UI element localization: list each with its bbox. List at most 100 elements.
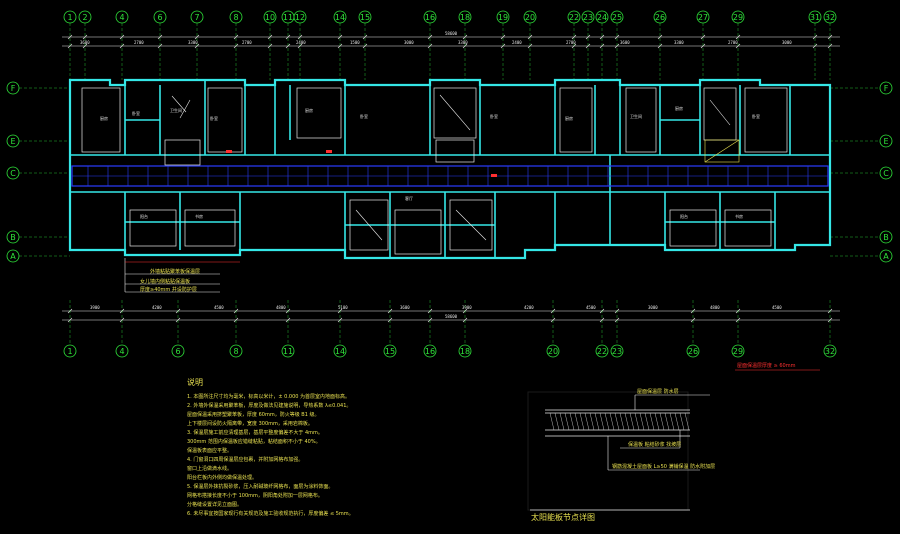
axis-bubble-top-25	[610, 10, 624, 24]
axis-label-bottom-22: 22	[597, 347, 607, 356]
detail-hatch-line	[589, 412, 595, 431]
axis-label-top-18: 18	[460, 13, 470, 22]
axis-label-bottom-14: 14	[335, 347, 345, 356]
dim-label-top-10: 3600	[620, 40, 630, 45]
axis-bubble-top-24	[595, 10, 609, 24]
dim-label-bottom-4: 5100	[338, 305, 348, 310]
dim-label-top-9: 2700	[566, 40, 576, 45]
axis-bubble-left-E	[6, 134, 20, 148]
room-boxes	[81, 87, 788, 255]
detail-hatch	[549, 412, 690, 431]
dim-label-bottom-5: 3600	[400, 305, 410, 310]
axis-bubble-top-12	[293, 10, 307, 24]
axis-bubble-top-16	[423, 10, 437, 24]
overall-dimension-bottom: 58600	[445, 314, 458, 319]
axis-label-top-24: 24	[597, 13, 607, 22]
notes-line-2: 2. 外墙外保温采用聚苯板，厚度及做法见建施说明，导热系数 λ≤0.041。	[187, 402, 351, 409]
axis-bubble-top-2	[78, 10, 92, 24]
detail-label-mid: 保温板 粘结砂浆 找坡层	[628, 441, 681, 448]
detail-hatch-line	[614, 412, 620, 431]
axis-label-bottom-20: 20	[548, 347, 558, 356]
axis-bubble-top-23	[581, 10, 595, 24]
room-label-bedroom-4: 卧室	[490, 113, 498, 119]
axis-bubble-right-F	[879, 81, 893, 95]
dim-tick-top-11	[427, 34, 433, 40]
detail-hatch-line	[574, 412, 580, 431]
axis-label-bottom-26: 26	[688, 347, 698, 356]
room-label-bath-1: 卫生间	[170, 107, 182, 113]
dim-tick-top-22	[812, 34, 818, 40]
axis-bubble-bottom-1	[63, 344, 77, 358]
axis-bubble-bottom-15	[383, 344, 397, 358]
detail-hatch-line	[684, 412, 690, 431]
axis-bubble-bottom-26	[686, 344, 700, 358]
axis-bubble-top-31	[808, 10, 822, 24]
axis-label-top-19: 19	[498, 13, 508, 22]
interior-walls	[70, 80, 830, 258]
axis-bubble-left-F	[6, 81, 20, 95]
axis-bubble-bottom-20	[546, 344, 560, 358]
detail-hatch-line	[584, 412, 590, 431]
red-note: 屋面保温层厚度 ≥ 60mm	[737, 362, 796, 369]
axis-bubble-bottom-22	[595, 344, 609, 358]
dim-tick-top-9	[337, 34, 343, 40]
dim-tick-top-16	[585, 34, 591, 40]
detail-title: 太阳能板节点详图	[531, 512, 595, 522]
axis-bubble-right-E	[879, 134, 893, 148]
detail-hatch-line	[629, 412, 635, 431]
notes-line-1: 1. 本图所注尺寸均为毫米，标高以米计，± 0.000 为首层室内地面标高。	[187, 393, 350, 400]
axis-bubble-top-7	[190, 10, 204, 24]
detail-hatch-line	[594, 412, 600, 431]
detail-hatch-line	[644, 412, 650, 431]
dim-label-bottom-10: 4800	[710, 305, 720, 310]
corridor-insulation-band	[71, 165, 829, 187]
axis-label-top-2: 2	[82, 13, 87, 22]
axis-bubble-top-14	[333, 10, 347, 24]
detail-label-top: 屋面保温层 防水层	[637, 388, 679, 395]
axis-bubble-top-22	[567, 10, 581, 24]
detail-hatch-line	[654, 412, 660, 431]
axis-bubble-top-20	[523, 10, 537, 24]
axis-label-right-C: C	[883, 169, 889, 178]
axis-label-right-E: E	[883, 137, 888, 146]
axis-label-top-27: 27	[698, 13, 708, 22]
detail-hatch-line	[579, 412, 585, 431]
dim-label-top-4: 2400	[296, 40, 306, 45]
axis-bubble-top-6	[153, 10, 167, 24]
notes-line-13: 分格缝设置详见立面图。	[187, 501, 242, 508]
axis-label-bottom-32: 32	[825, 347, 835, 356]
axis-label-bottom-4: 4	[119, 347, 124, 356]
axis-label-right-F: F	[884, 84, 889, 93]
room-label-kitchen-1: 厨房	[100, 115, 108, 121]
dim-label-top-5: 1500	[350, 40, 360, 45]
detail-hatch-line	[569, 412, 575, 431]
axis-bubble-bottom-18	[458, 344, 472, 358]
dim-tick-top-20	[700, 34, 706, 40]
dim-tick-top-8	[297, 34, 303, 40]
dim-label-top-7: 3300	[458, 40, 468, 45]
detail-hatch-line	[604, 412, 610, 431]
dim-tick-top-19	[657, 34, 663, 40]
axis-bubble-top-29	[731, 10, 745, 24]
axis-label-top-8: 8	[233, 13, 238, 22]
dim-tick-top-21	[735, 34, 741, 40]
stair-marks	[171, 94, 740, 241]
axis-label-top-29: 29	[733, 13, 743, 22]
axis-label-top-32: 32	[825, 13, 835, 22]
axis-label-bottom-8: 8	[233, 347, 238, 356]
axis-bubble-top-18	[458, 10, 472, 24]
top-dimension-lines	[62, 36, 840, 321]
dim-tick-top-6	[267, 34, 273, 40]
axis-label-bottom-6: 6	[175, 347, 180, 356]
axis-label-top-23: 23	[583, 13, 593, 22]
dim-tick-top-3	[157, 34, 163, 40]
room-label-balcony-1: 阳台	[140, 213, 148, 219]
dim-label-bottom-8: 4500	[586, 305, 596, 310]
axis-label-top-26: 26	[655, 13, 665, 22]
dim-tick-top-0	[67, 34, 73, 40]
axis-bubble-top-26	[653, 10, 667, 24]
annotation-3: 厚度≥40mm 并设防护层	[140, 286, 197, 293]
